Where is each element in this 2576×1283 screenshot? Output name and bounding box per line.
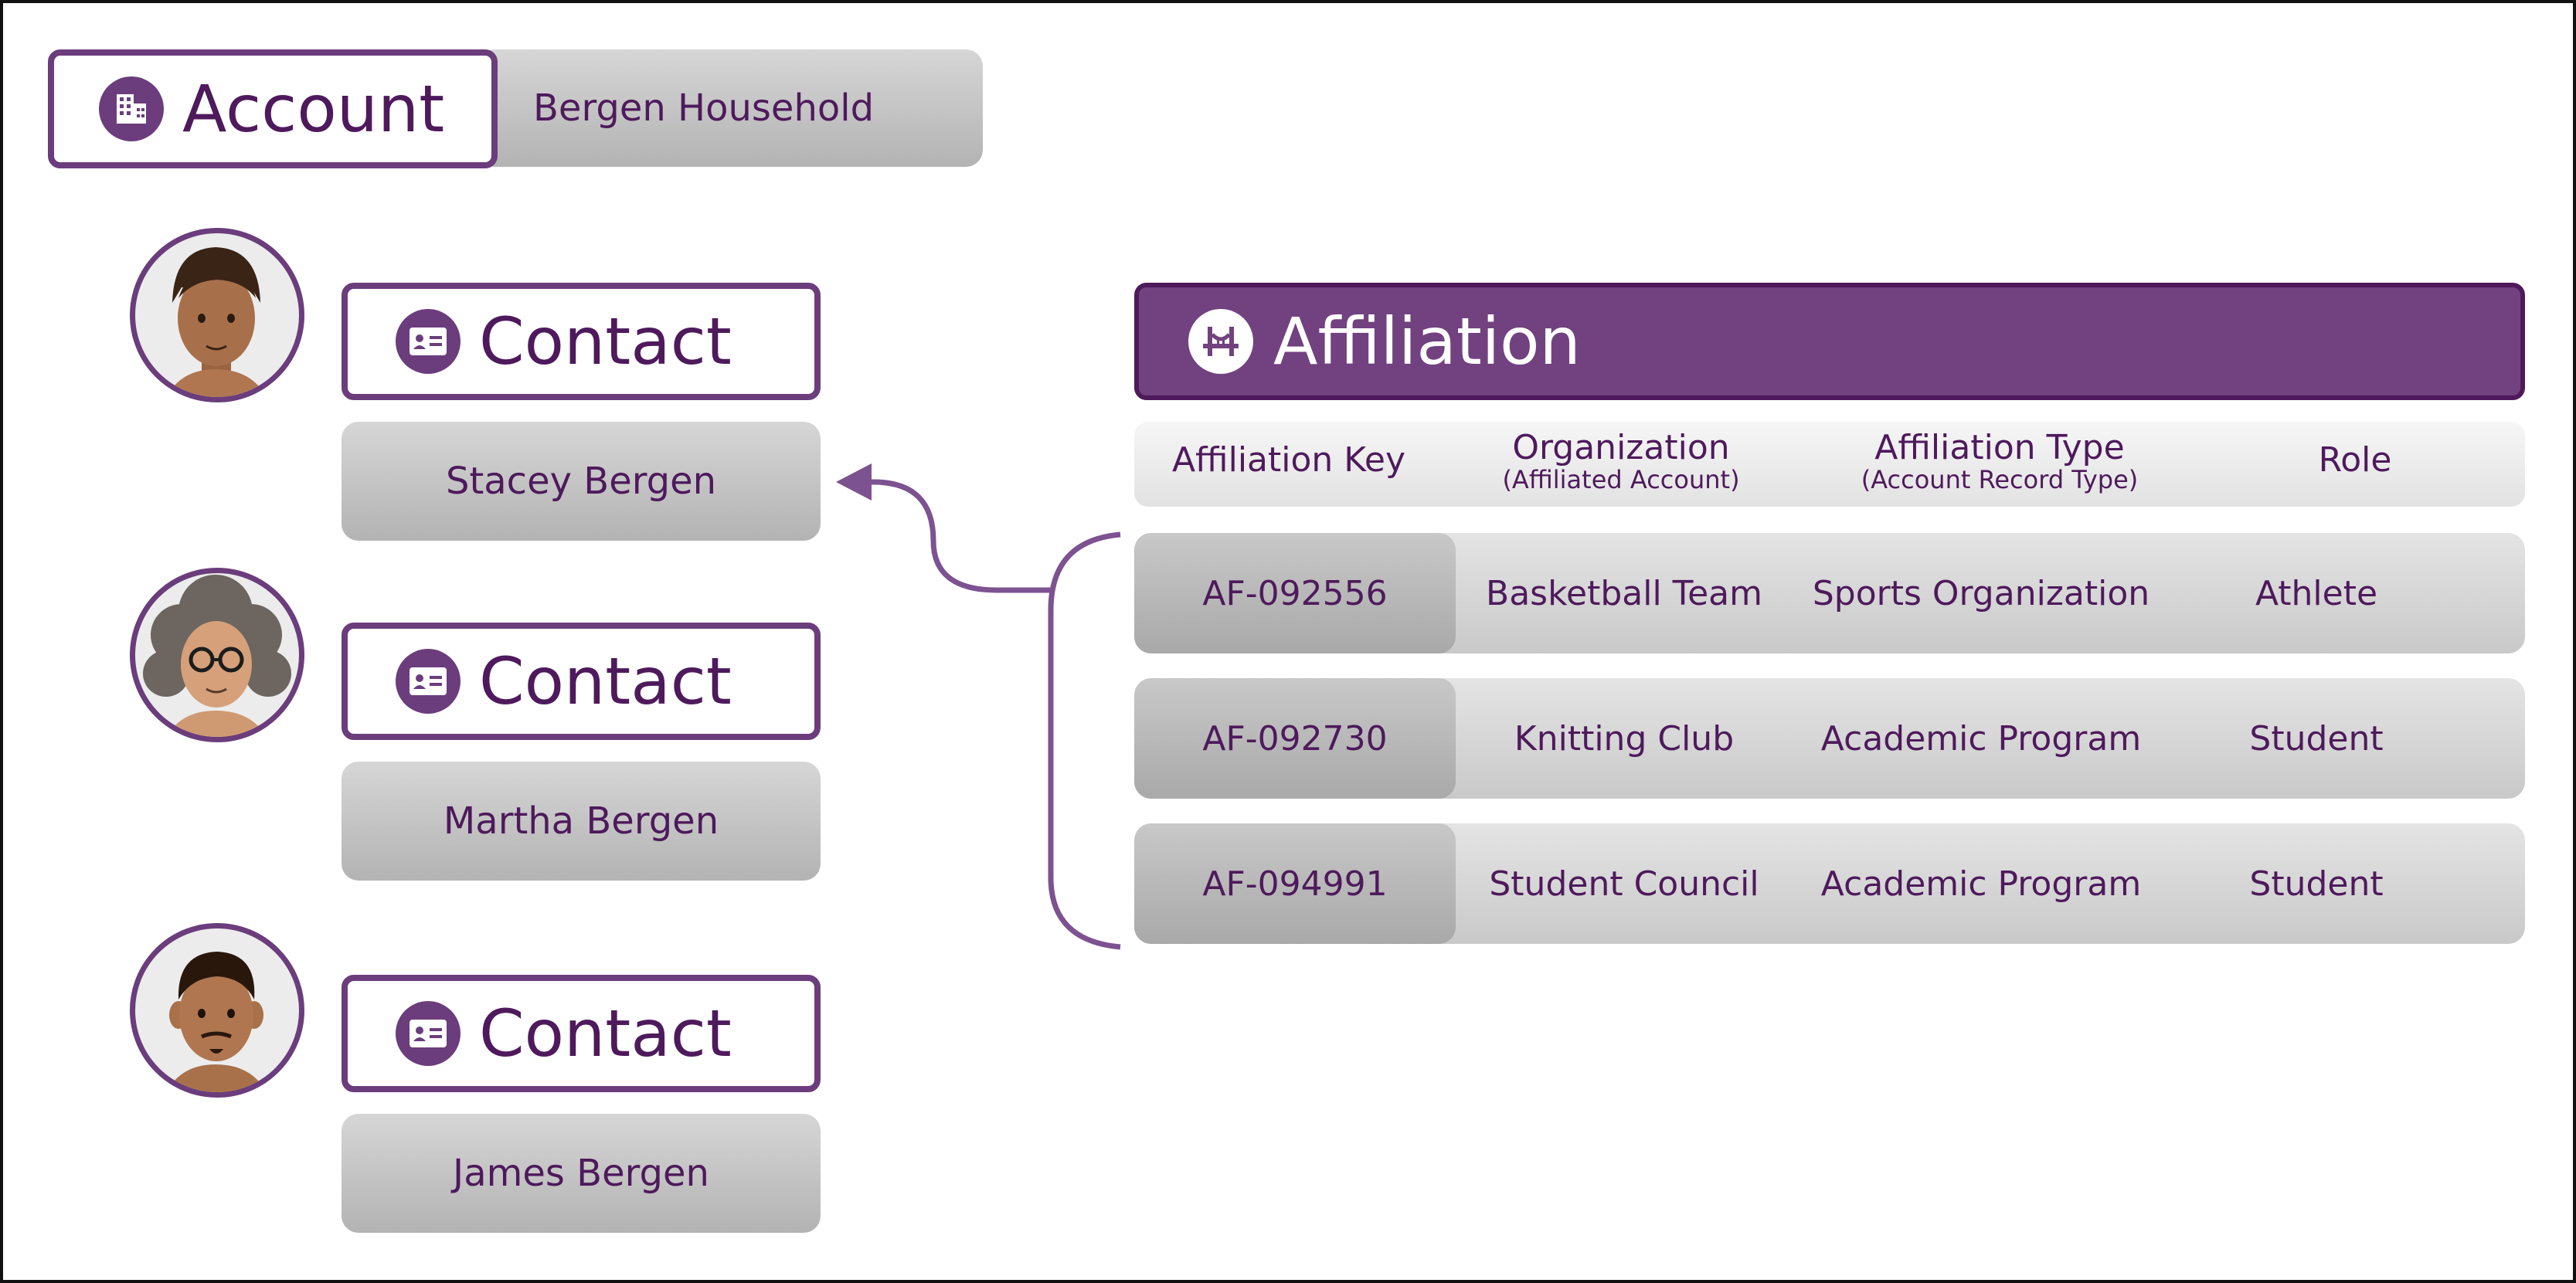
- building-icon: [99, 76, 164, 141]
- contact-name-box: Stacey Bergen: [342, 422, 821, 541]
- table-row: AF-092730 Knitting Club Academic Program…: [1134, 678, 2525, 799]
- header-affiliation-type: Affiliation Type (Account Record Type): [1861, 428, 2139, 494]
- contact-title-box: Contact: [342, 623, 821, 740]
- role-cell: Athlete: [2255, 573, 2378, 613]
- organization-cell: Knitting Club: [1514, 718, 1735, 759]
- contact-name-box: Martha Bergen: [342, 762, 821, 881]
- account-name-box: Bergen Household: [479, 49, 983, 167]
- affiliation-type-cell: Academic Program: [1820, 864, 2142, 904]
- header-organization: Organization (Affiliated Account): [1502, 428, 1740, 494]
- avatar-stacey: [130, 228, 304, 402]
- affiliation-type-cell: Sports Organization: [1812, 573, 2150, 613]
- affiliation-type-cell: Academic Program: [1820, 718, 2142, 759]
- affiliation-title: Affiliation: [1273, 304, 1581, 379]
- contact-name: James Bergen: [453, 1152, 709, 1195]
- contact-name: Stacey Bergen: [445, 460, 717, 503]
- affiliation-key-cell: AF-092730: [1134, 678, 1456, 799]
- account-title-box: Account: [48, 49, 498, 168]
- contact-title: Contact: [479, 304, 732, 379]
- avatar-martha: [130, 568, 304, 742]
- contact-card-icon: [396, 649, 460, 714]
- organization-cell: Student Council: [1489, 864, 1759, 904]
- table-row: AF-094991 Student Council Academic Progr…: [1134, 823, 2525, 944]
- contact-title-box: Contact: [342, 975, 821, 1092]
- contact-card-icon: [396, 309, 460, 374]
- contact-card-icon: [396, 1001, 460, 1066]
- affiliation-key-cell: AF-092556: [1134, 533, 1456, 653]
- affiliation-key-cell: AF-094991: [1134, 823, 1456, 944]
- header-role: Role: [2318, 440, 2392, 480]
- account-title: Account: [182, 71, 445, 147]
- contact-name: Martha Bergen: [443, 799, 719, 843]
- affiliation-title-bar: Affiliation: [1134, 283, 2525, 400]
- contact-name-box: James Bergen: [342, 1114, 821, 1233]
- account-name: Bergen Household: [533, 87, 875, 130]
- affiliation-header-row: Affiliation Key Organization (Affiliated…: [1134, 422, 2525, 507]
- avatar-james: [130, 923, 304, 1098]
- organization-cell: Basketball Team: [1486, 573, 1762, 613]
- role-cell: Student: [2249, 718, 2384, 759]
- bridge-icon: [1188, 309, 1253, 374]
- table-row: AF-092556 Basketball Team Sports Organiz…: [1134, 533, 2525, 653]
- contact-title-box: Contact: [342, 283, 821, 400]
- contact-title: Contact: [479, 996, 732, 1071]
- contact-title: Contact: [479, 643, 732, 719]
- role-cell: Student: [2249, 864, 2384, 904]
- header-affiliation-key: Affiliation Key: [1171, 440, 1406, 480]
